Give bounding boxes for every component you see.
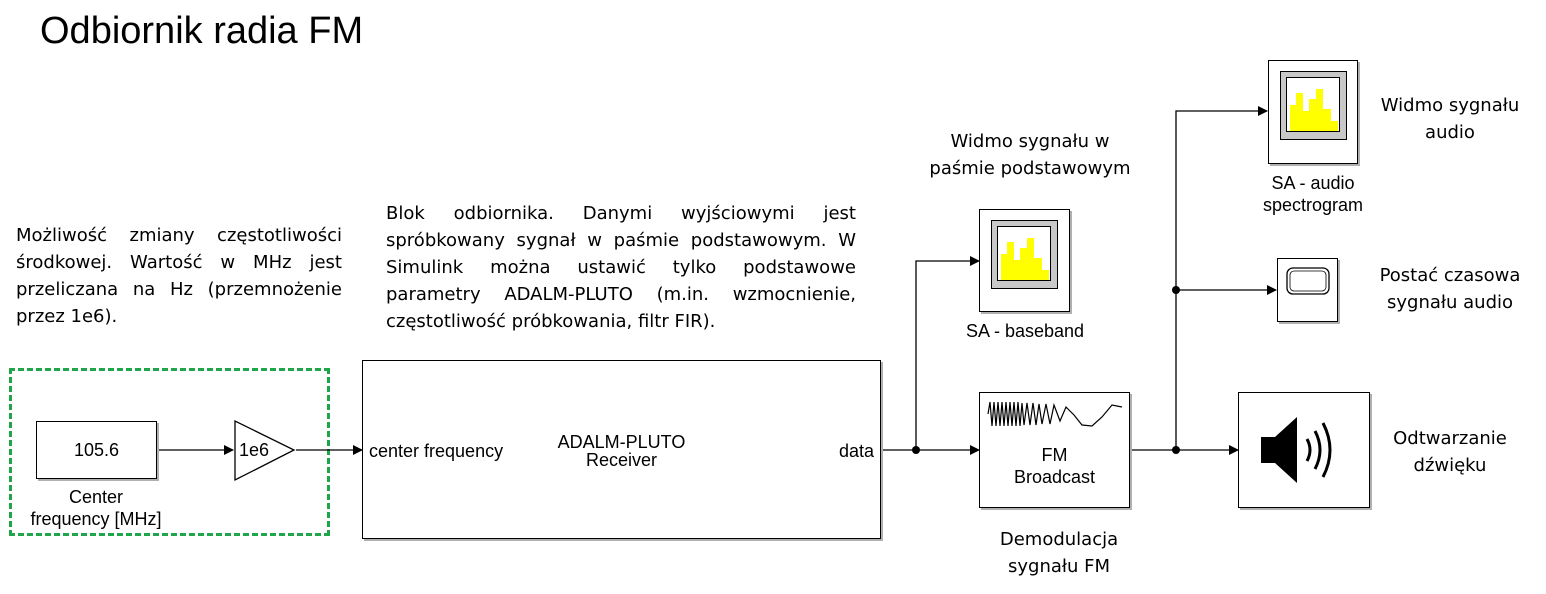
constant-value: 105.6 — [73, 440, 120, 460]
fm-broadcast-block[interactable]: FM Broadcast — [979, 392, 1130, 508]
demodulation-note-line1: Demodulacja — [999, 529, 1119, 550]
fm-broadcast-name: FM Broadcast — [980, 444, 1129, 488]
sa-baseband-label: SA - baseband — [965, 321, 1085, 341]
receiver-name: ADALM-PLUTO Receiver — [363, 431, 880, 471]
audio-spectrum-note-line1: Widmo sygnału — [1380, 95, 1520, 116]
constant-label-line2: frequency [MHz] — [30, 509, 162, 529]
constant-block[interactable]: 105.6 — [36, 421, 157, 479]
sa-audio-spectrogram-label: SA - audio spectrogram — [1218, 172, 1408, 216]
receiver-name-line1: ADALM-PLUTO — [557, 432, 686, 452]
constant-label-line1: Center — [68, 487, 124, 507]
fm-waveform-icon — [987, 401, 1123, 427]
audio-spectrum-note: Widmo sygnału audio — [1360, 92, 1540, 146]
playback-note: Odtwarzanie dźwięku — [1360, 425, 1540, 479]
scope-icon — [1286, 267, 1330, 295]
sa-baseband-block[interactable] — [979, 209, 1070, 312]
spectrum-analyzer-icon — [991, 220, 1058, 289]
branch-point-receiver — [912, 446, 920, 454]
gain-block[interactable] — [232, 418, 298, 484]
receiver-input-port: center frequency — [369, 441, 504, 461]
baseband-spectrum-note-line2: paśmie podstawowym — [929, 158, 1131, 179]
speaker-icon — [1261, 417, 1332, 483]
audio-spectrum-note-line2: audio — [1425, 122, 1475, 143]
line-branch-to-sa-audio — [1175, 106, 1268, 450]
playback-note-line2: dźwięku — [1413, 455, 1487, 476]
gain-value: 1e6 — [238, 440, 270, 460]
adalm-pluto-receiver-block[interactable]: ADALM-PLUTO Receiver center frequency da… — [362, 360, 881, 539]
sa-audio-label-line2: spectrogram — [1262, 195, 1364, 215]
sa-audio-label-line1: SA - audio — [1271, 173, 1355, 193]
line-branch-to-sa-baseband — [915, 256, 980, 450]
playback-note-line1: Odtwarzanie — [1393, 428, 1507, 449]
time-domain-note-line2: sygnału audio — [1386, 292, 1514, 313]
center-frequency-note: Możliwość zmiany częstotliwości środkowe… — [16, 225, 342, 327]
demodulation-note-line2: sygnału FM — [1007, 556, 1111, 577]
constant-block-label: Center frequency [MHz] — [16, 486, 176, 530]
branch-point-scope — [1172, 286, 1180, 294]
demodulation-note: Demodulacja sygnału FM — [964, 526, 1154, 580]
fm-broadcast-name-line1: FM — [1041, 445, 1068, 465]
fm-broadcast-name-line2: Broadcast — [1013, 467, 1096, 487]
sa-audio-spectrogram-block[interactable] — [1268, 60, 1358, 164]
receiver-output-port: data — [838, 441, 874, 461]
time-scope-block[interactable] — [1277, 258, 1338, 322]
audio-device-writer-block[interactable] — [1238, 392, 1370, 508]
baseband-spectrum-note: Widmo sygnału w paśmie podstawowym — [900, 128, 1160, 182]
baseband-spectrum-note-line1: Widmo sygnału w — [950, 131, 1110, 152]
branch-point-audio — [1172, 446, 1180, 454]
spectrum-analyzer-icon — [1280, 71, 1347, 140]
page-title: Odbiornik radia FM — [40, 10, 364, 52]
center-frequency-group-highlight — [9, 368, 330, 536]
time-domain-note-line1: Postać czasowa — [1379, 265, 1521, 286]
receiver-name-line2: Receiver — [585, 450, 658, 470]
time-domain-note: Postać czasowa sygnału audio — [1360, 262, 1540, 316]
receiver-note: Blok odbiornika. Danymi wyjściowymi jest… — [386, 203, 856, 332]
